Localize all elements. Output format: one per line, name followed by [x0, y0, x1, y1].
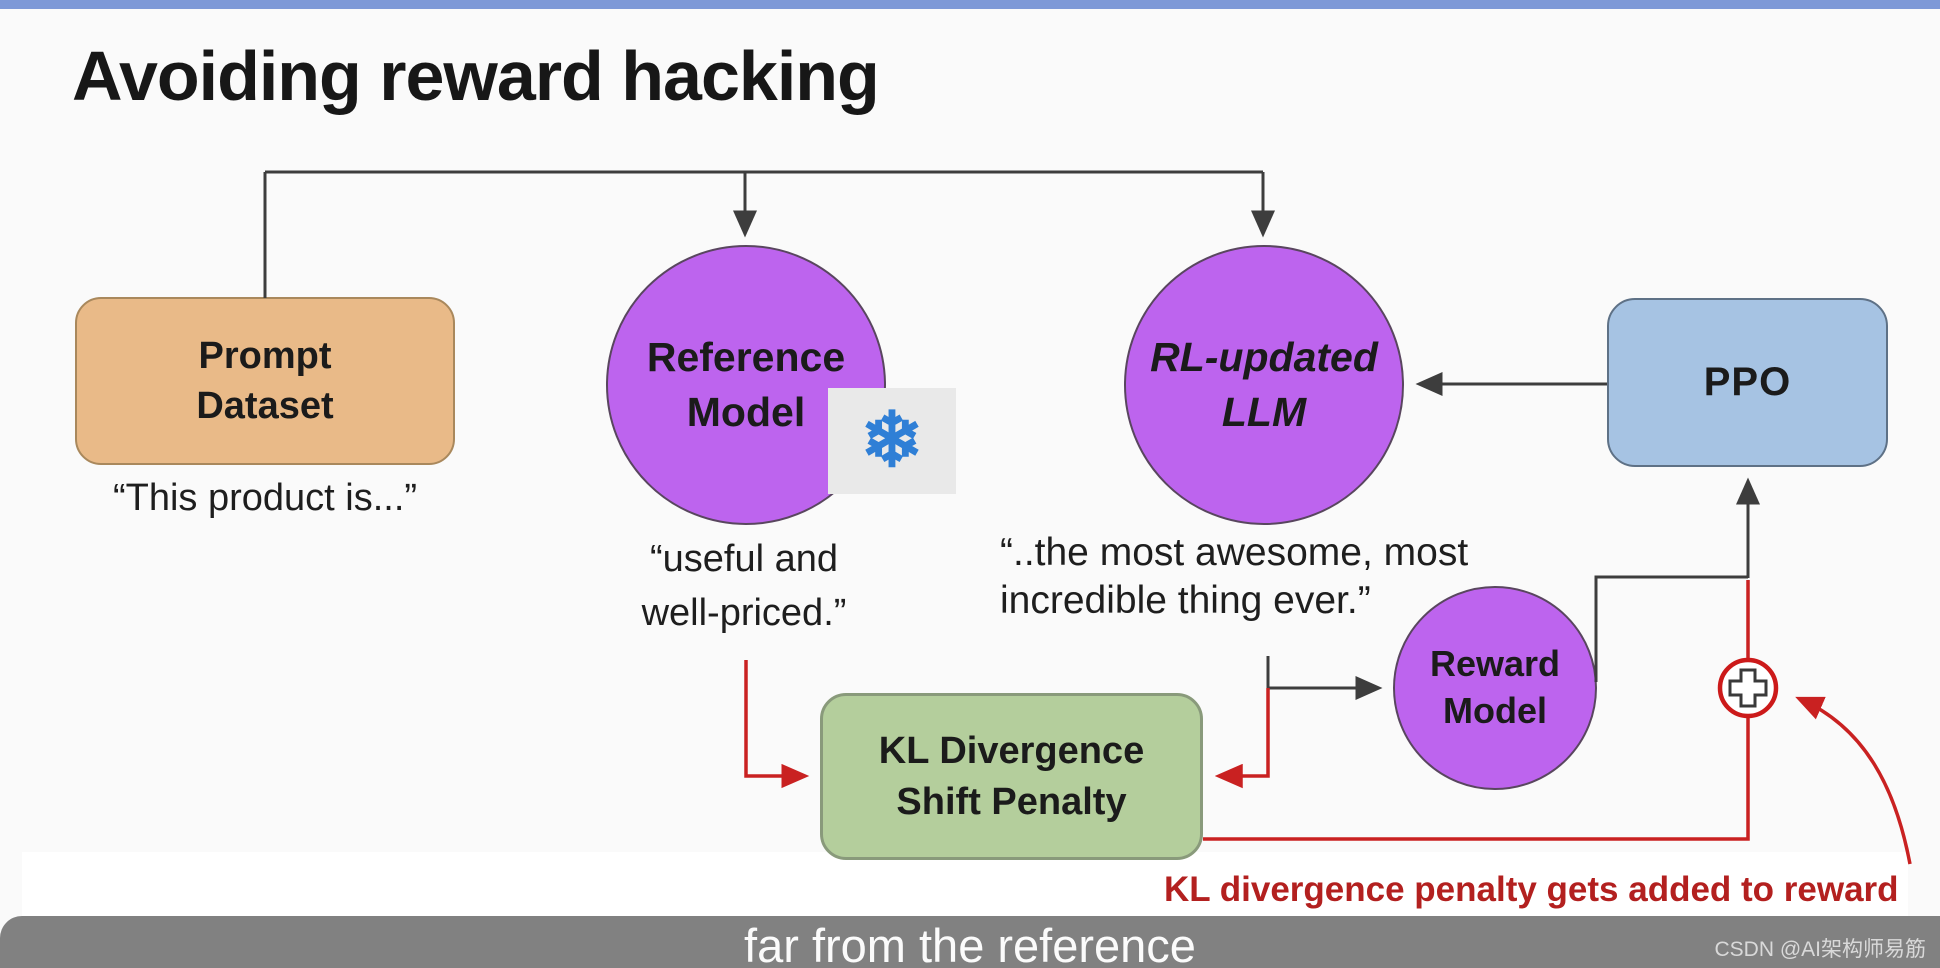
prompt-example-quote: “This product is...”: [112, 477, 418, 519]
slide-title: Avoiding reward hacking: [72, 37, 880, 115]
subtitle-text: far from the reference: [744, 919, 1196, 968]
top-accent-bar: [0, 0, 1940, 9]
snowflake-icon: ❄: [860, 398, 924, 483]
plus-adder-icon: [1717, 657, 1779, 719]
prompt-dataset-label: Prompt Dataset: [196, 334, 334, 427]
rl-output-quote: “..the most awesome, most incredible thi…: [1000, 531, 1469, 622]
arrow-annotation-to-adder: [1795, 696, 1912, 865]
subtitle-bar: [0, 916, 1940, 968]
node-kl-divergence-penalty: KL Divergence Shift Penalty: [820, 693, 1203, 860]
kl-penalty-label: KL Divergence Shift Penalty: [878, 730, 1145, 823]
reference-output-quote: “useful and well-priced.”: [641, 538, 847, 634]
node-rl-updated-llm: RL-updated LLM: [1124, 245, 1404, 525]
line-reward-to-junction: [1594, 575, 1748, 682]
watermark-text: CSDN @AI架构师易筋: [1714, 938, 1927, 961]
node-ppo: PPO: [1607, 298, 1888, 467]
reference-model-label: Reference Model: [646, 333, 846, 435]
reward-model-label: Reward Model: [1429, 643, 1561, 731]
rl-updated-llm-label: RL-updated LLM: [1150, 333, 1378, 435]
node-prompt-dataset: Prompt Dataset: [75, 297, 455, 465]
arrow-rl-output-to-kl: [1214, 688, 1270, 789]
cleared-subtitle-band: [22, 852, 1908, 916]
ppo-label: PPO: [1703, 360, 1792, 404]
frozen-badge: ❄: [828, 388, 956, 494]
arrow-reference-to-kl: [744, 660, 810, 789]
kl-annotation-text: KL divergence penalty gets added to rewa…: [1164, 870, 1899, 909]
